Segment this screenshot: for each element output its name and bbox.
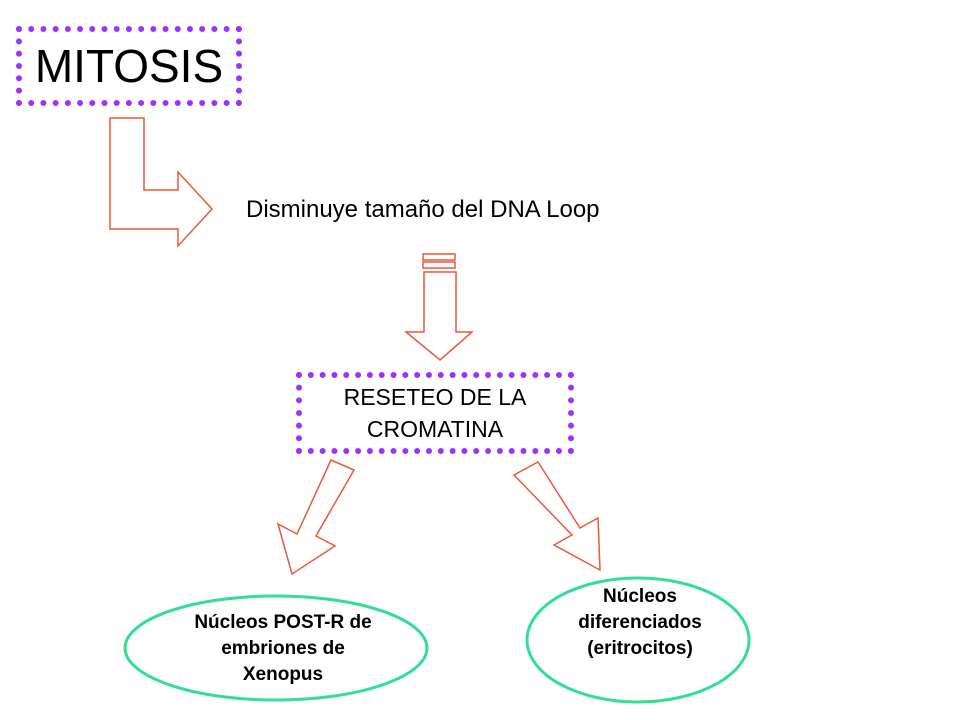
reset-line-2: CROMATINA [366,416,504,442]
outcome-left-line-2: embriones de [221,638,345,659]
mitosis-box: MITOSIS [16,26,242,106]
equal-bar-top [422,253,456,261]
title-label: MITOSIS [34,40,224,92]
reset-line-1: RESETEO DE LA [343,384,527,410]
outcome-left-label: Núcleos POST-R de embriones de Xenopus [148,610,418,688]
equal-bar-bottom [422,261,456,269]
bent-arrow [109,117,214,248]
outcome-right-ellipse [525,576,751,704]
diagonal-arrow-right [512,461,601,572]
diagonal-arrow-left [276,459,356,576]
outcome-left-line-3: Xenopus [242,664,324,685]
outcome-right-line-3: (eritrocitos) [587,638,693,659]
outcome-right-label: Núcleos diferenciados (eritrocitos) [540,584,740,662]
outcome-right-line-2: diferenciados [578,612,702,633]
outcome-left-line-1: Núcleos POST-R de [194,612,372,633]
outcome-left-ellipse [123,594,429,702]
chromatin-reset-box: RESETEO DE LA CROMATINA [296,372,574,454]
loop-reduction-label: Disminuye tamaño del DNA Loop [246,196,600,223]
outcome-right-line-1: Núcleos [603,586,677,607]
down-arrow [403,271,474,361]
chromatin-reset-label: RESETEO DE LA CROMATINA [344,381,527,445]
